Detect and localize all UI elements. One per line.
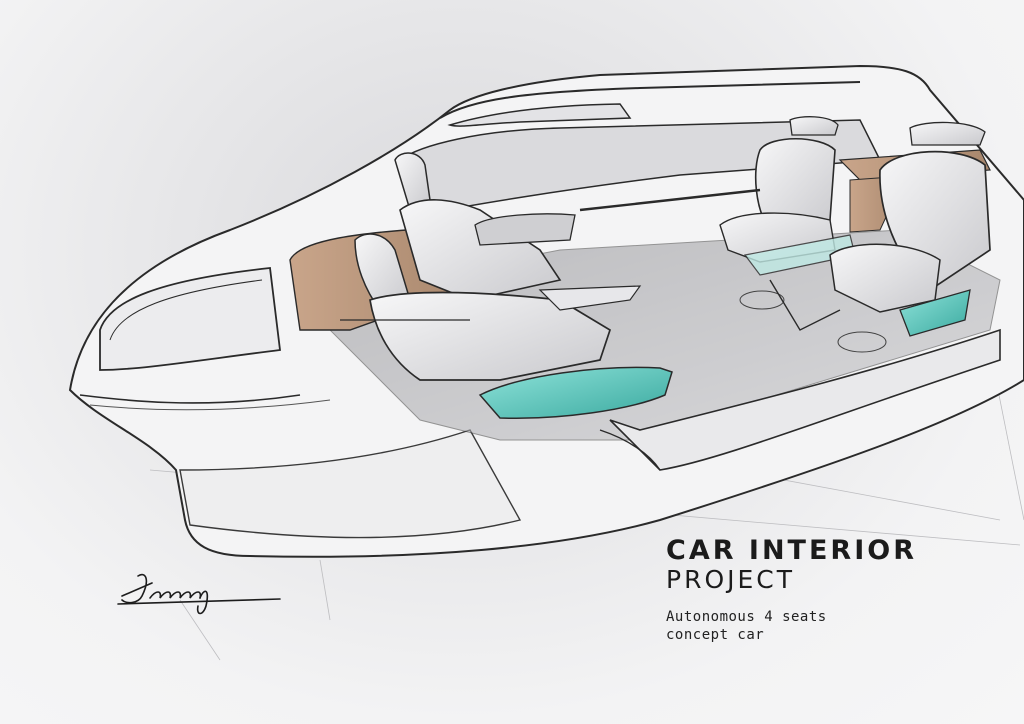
- description-line-2: concept car: [666, 627, 765, 643]
- rear-seat-center: [719, 116, 856, 331]
- rear-seat-right: [829, 121, 991, 337]
- dashboard-details: [340, 188, 761, 471]
- title-block: CAR INTERIOR PROJECT Autonomous 4 seats …: [666, 536, 966, 644]
- artist-signature: [117, 573, 281, 615]
- description-line-1: Autonomous 4 seats: [666, 609, 827, 625]
- project-description: Autonomous 4 seats concept car: [666, 608, 966, 644]
- window-frame: [99, 81, 882, 371]
- project-title: CAR INTERIOR: [666, 535, 917, 566]
- project-subtitle: PROJECT: [666, 565, 796, 594]
- front-seat-left: [354, 152, 673, 420]
